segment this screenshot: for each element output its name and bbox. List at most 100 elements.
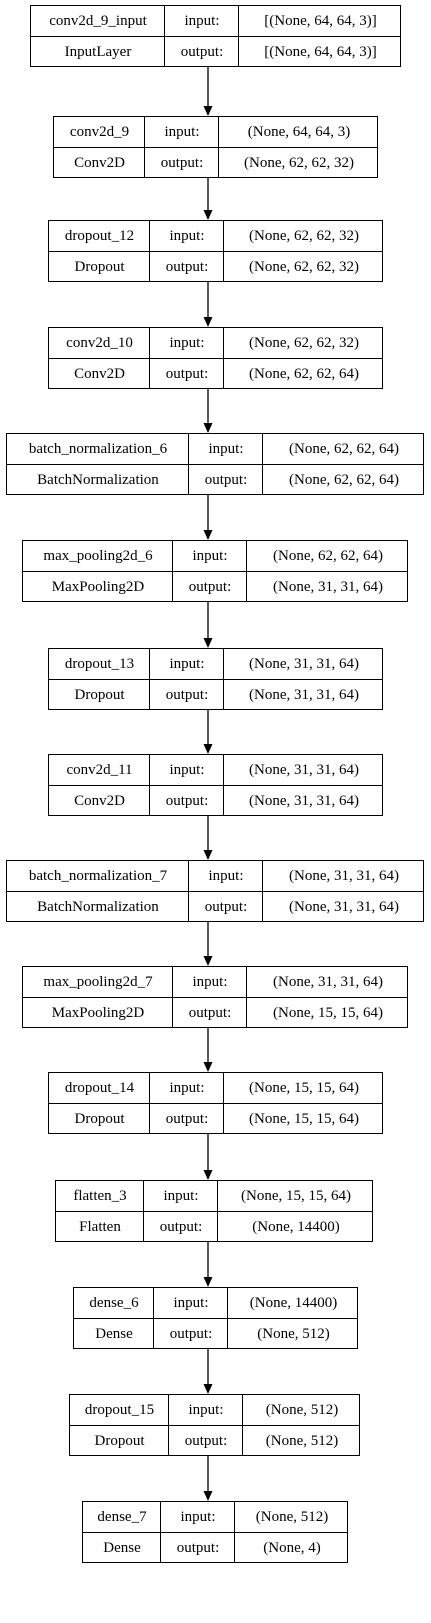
input-label: input: [163,1188,199,1204]
column-divider [168,1395,169,1455]
output-shape: (None, 62, 62, 32) [244,155,354,171]
edge-arrow [203,816,213,860]
layer-name: batch_normalization_7 [28,868,168,884]
column-divider [172,967,173,1027]
layer-type: InputLayer [64,44,132,60]
row-divider [23,571,407,572]
output-label: output: [188,1005,232,1021]
input-shape: [(None, 64, 64, 3)] [264,13,377,29]
arrowhead-icon [203,1062,213,1072]
output-shape: (None, 31, 31, 64) [249,687,359,703]
column-divider [164,6,165,66]
row-divider [49,358,382,359]
output-shape: (None, 4) [263,1540,321,1556]
layer-type: Dense [95,1326,133,1342]
input-label: input: [208,441,244,457]
output-shape: (None, 62, 62, 64) [289,472,399,488]
arrowhead-icon [203,210,213,220]
input-label: input: [173,1295,209,1311]
row-divider [49,679,382,680]
output-shape: (None, 512) [257,1326,330,1342]
layer-type: Conv2D [74,793,125,809]
edge-arrow [203,178,213,220]
column-divider [217,1181,218,1241]
arrowhead-icon [203,1277,213,1287]
layer-type: BatchNormalization [37,899,159,915]
layer-name: max_pooling2d_7 [43,974,153,990]
output-label: output: [204,899,248,915]
layer-name: max_pooling2d_6 [43,548,153,564]
input-shape: (None, 512) [265,1402,339,1418]
arrowhead-icon [203,106,213,116]
input-label: input: [208,868,244,884]
column-divider [234,1502,235,1562]
layer-type: Dense [103,1540,141,1556]
edge-arrow [203,710,213,754]
column-divider [149,328,150,388]
column-divider [227,1288,228,1348]
output-shape: (None, 62, 62, 64) [249,366,359,382]
column-divider [188,434,189,494]
output-label: output: [169,1326,213,1342]
arrowhead-icon [203,317,213,327]
column-divider [149,649,150,709]
column-divider [223,755,224,815]
layer-name: batch_normalization_6 [28,441,168,457]
output-shape: (None, 62, 62, 32) [249,259,359,275]
row-divider [7,464,423,465]
output-label: output: [165,1111,209,1127]
input-label: input: [169,335,205,351]
column-divider [160,1502,161,1562]
layer-name: conv2d_10 [66,335,133,351]
input-label: input: [169,762,205,778]
arrowhead-icon [203,638,213,648]
layer-name: dense_7 [97,1509,147,1525]
input-label: input: [180,1509,216,1525]
input-shape: (None, 62, 62, 64) [289,441,399,457]
output-label: output: [165,793,209,809]
output-shape: (None, 15, 15, 64) [273,1005,383,1021]
layer-name: conv2d_9_input [49,13,147,29]
edge-arrow [203,1349,213,1394]
arrowhead-icon [203,1491,213,1501]
column-divider [153,1288,154,1348]
column-divider [218,117,219,177]
layer-type: Dropout [74,687,125,703]
row-divider [54,147,377,148]
arrowhead-icon [203,1384,213,1394]
layer-type: BatchNormalization [37,472,159,488]
edge-arrow [203,602,213,648]
input-shape: (None, 31, 31, 64) [249,762,359,778]
row-divider [56,1211,372,1212]
column-divider [238,6,239,66]
output-label: output: [184,1433,228,1449]
layer-type: Dropout [74,259,125,275]
row-divider [49,1103,382,1104]
column-divider [188,861,189,921]
layer-name: conv2d_9 [69,124,130,140]
layer-type: Flatten [79,1219,121,1235]
input-shape: (None, 62, 62, 64) [273,548,383,564]
edge-arrow [203,1456,213,1501]
input-shape: (None, 62, 62, 32) [249,228,359,244]
edge-arrow [203,67,213,116]
layer-type: Dropout [74,1111,125,1127]
layer-type: MaxPooling2D [51,579,145,595]
output-label: output: [180,44,224,60]
column-divider [262,434,263,494]
output-shape: [(None, 64, 64, 3)] [264,44,377,60]
input-shape: (None, 31, 31, 64) [273,974,383,990]
output-label: output: [165,366,209,382]
input-shape: (None, 62, 62, 32) [249,335,359,351]
